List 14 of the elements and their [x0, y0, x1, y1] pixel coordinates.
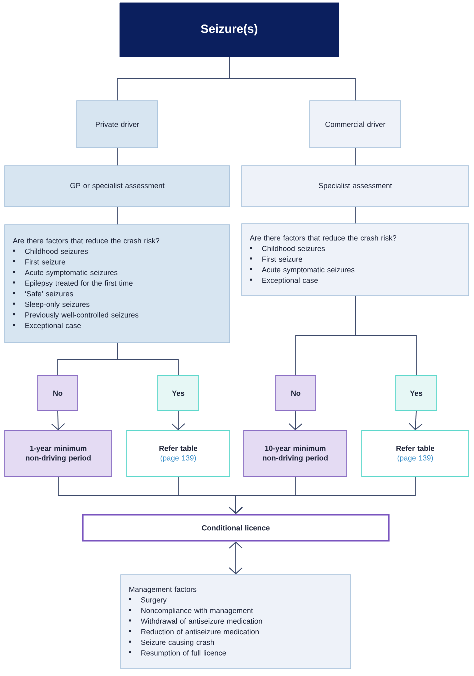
- title-box: Seizure(s): [120, 2, 340, 58]
- connector-line: [229, 56, 356, 102]
- connector-line: [355, 296, 417, 376]
- arrow: [408, 411, 423, 431]
- arrow: [288, 411, 303, 431]
- double-arrow: [229, 542, 243, 575]
- connector-line: [355, 206, 356, 224]
- arrow: [51, 411, 66, 431]
- connector-line: [117, 148, 118, 166]
- arrow: [229, 477, 416, 514]
- arrow: [172, 411, 186, 431]
- connector-line: [117, 342, 179, 376]
- connector-line: [117, 206, 118, 226]
- connector-line: [355, 148, 356, 166]
